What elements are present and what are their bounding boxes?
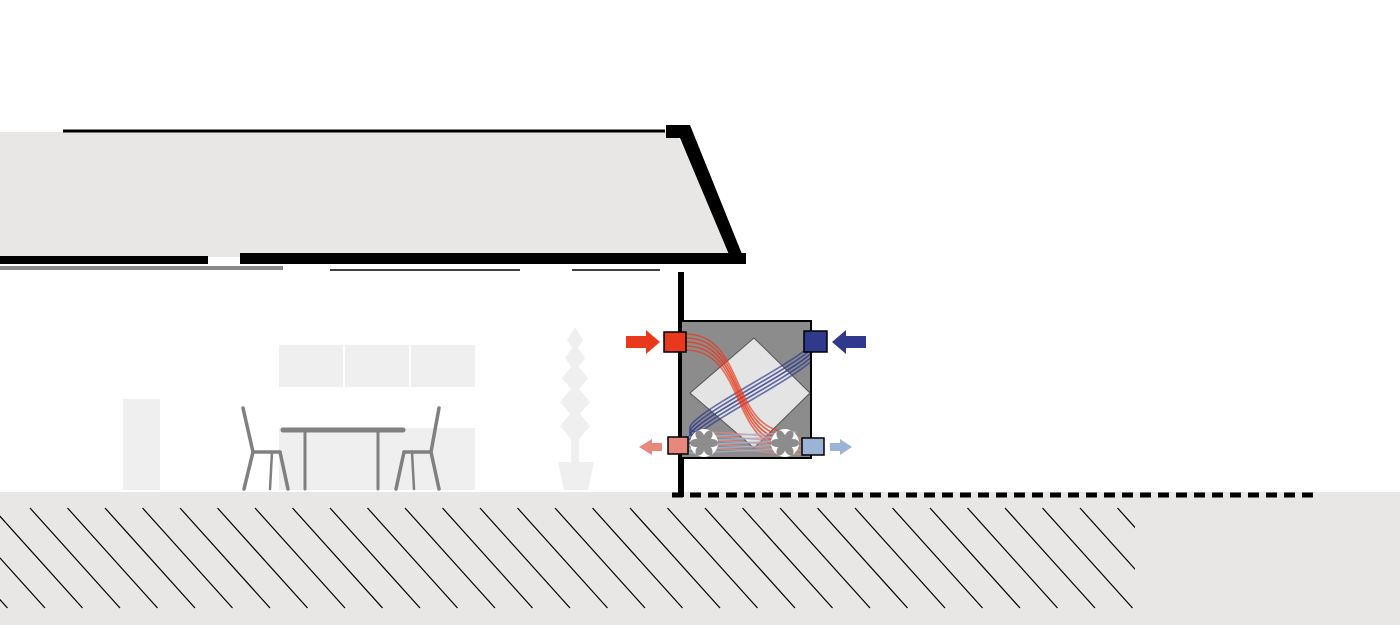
airflow-line	[685, 337, 791, 437]
ground	[0, 492, 1400, 625]
dining-set	[241, 406, 441, 491]
hatch-line	[929, 507, 1021, 609]
plant-icon	[558, 327, 594, 490]
hatch-line	[329, 507, 421, 609]
hatch-line	[854, 507, 946, 609]
wall-cabinet-3	[411, 345, 475, 387]
fan-blade	[776, 444, 786, 456]
chair-right	[394, 406, 441, 491]
fan-center	[782, 440, 788, 446]
hatch-line	[1004, 507, 1096, 609]
airflow-line	[689, 341, 810, 441]
hatch-line	[67, 507, 158, 609]
arrow-left-icon	[832, 330, 866, 354]
hatch-line	[817, 507, 908, 609]
hatch-line	[742, 507, 833, 609]
hatch-line	[779, 507, 871, 609]
hatch-line	[217, 507, 308, 609]
supply-port	[663, 331, 687, 353]
hatch-line	[517, 507, 608, 609]
arrow-right-icon	[626, 330, 660, 354]
hatch-line	[892, 507, 983, 609]
fan-blade	[771, 439, 783, 447]
hatch-line	[254, 507, 346, 609]
exhaust-port	[801, 437, 825, 456]
fan-blade	[703, 430, 713, 442]
hatch-line	[592, 507, 683, 609]
outdoor-port	[803, 330, 828, 353]
chair-left	[241, 406, 290, 491]
hatch-line	[704, 507, 796, 609]
airflow-line	[689, 345, 810, 445]
ceiling-slab-left	[0, 256, 208, 264]
hatch-line	[367, 507, 458, 609]
hatch-line	[0, 515, 83, 609]
hatch-line	[629, 507, 721, 609]
airflow-line	[685, 333, 791, 433]
fan-blade	[703, 444, 713, 456]
fan-blade	[695, 430, 705, 442]
hatch-line	[667, 507, 758, 609]
hatch-line	[292, 507, 383, 609]
fan-left-icon	[690, 429, 718, 457]
hatch-line	[1117, 507, 1135, 529]
hatch-line	[554, 507, 646, 609]
airflow-line	[682, 431, 797, 439]
extract-port	[667, 436, 689, 455]
ceiling-finish-gray	[0, 266, 283, 270]
kitchen-furniture	[123, 345, 475, 490]
hatch-line	[442, 507, 533, 609]
heat-recovery-unit	[663, 320, 828, 459]
fan-blade	[776, 430, 786, 442]
tall-cabinet	[123, 399, 160, 490]
fan-right-icon	[771, 429, 799, 457]
fan-center	[701, 440, 707, 446]
hatch-line	[1079, 507, 1135, 571]
airflow-line	[689, 337, 810, 437]
fan-blade	[690, 439, 702, 447]
fan-blade	[784, 444, 794, 456]
hatch-line	[142, 507, 233, 609]
roof-section	[0, 130, 735, 257]
airflow-line	[689, 333, 810, 433]
arrow-right-icon	[830, 439, 852, 455]
fan-blade	[706, 439, 718, 447]
hatch-line	[1042, 507, 1133, 609]
hatch-line	[404, 507, 496, 609]
fan-blade	[787, 439, 799, 447]
hatch-line	[479, 507, 571, 609]
wall-cabinet-1	[279, 345, 343, 387]
hatch-line	[179, 507, 271, 609]
arrow-left-icon	[639, 439, 662, 455]
fan-blade	[695, 444, 705, 456]
wall-cabinet-2	[345, 345, 409, 387]
fan-blade	[784, 430, 794, 442]
hatch-line	[104, 507, 196, 609]
ground-hatching	[0, 507, 1135, 609]
ceiling-slab-right	[240, 253, 746, 264]
hatch-line	[967, 507, 1058, 609]
roof-edge	[666, 125, 746, 264]
hatch-line	[29, 507, 121, 609]
hatch-line	[0, 557, 46, 609]
